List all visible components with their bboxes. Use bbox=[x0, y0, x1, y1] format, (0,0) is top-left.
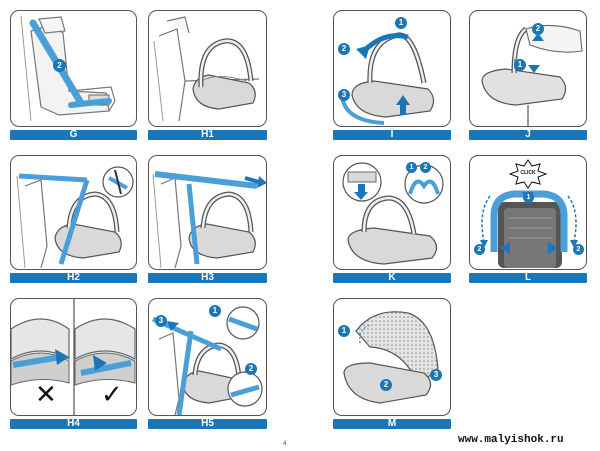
panel-g-illustration bbox=[20, 15, 116, 122]
panel-j: 2 1 J bbox=[469, 10, 587, 140]
panel-h4-illustration bbox=[11, 299, 136, 415]
panel-i: 1 2 3 I bbox=[333, 10, 451, 140]
marker-2: 2 bbox=[380, 379, 392, 391]
panel-i-illustration bbox=[340, 32, 435, 125]
panel-h4-frame: ✕ ✓ bbox=[10, 298, 137, 416]
panel-k-label: K bbox=[333, 273, 451, 283]
cross-mark-icon: ✕ bbox=[35, 379, 57, 409]
panel-l-frame: CLICK 1 2 2 bbox=[469, 155, 587, 270]
panel-m-frame: 1 3 2 bbox=[333, 298, 451, 416]
panel-i-frame: 1 2 3 bbox=[333, 10, 451, 127]
panel-j-label: J bbox=[469, 130, 587, 140]
page-number: 4 bbox=[283, 441, 287, 447]
marker-1: 1 bbox=[514, 59, 526, 71]
marker-2-left: 2 bbox=[474, 244, 485, 255]
panel-h2-illustration bbox=[16, 166, 134, 269]
panel-h2-frame bbox=[10, 155, 137, 270]
panel-l: CLICK 1 2 2 L bbox=[469, 155, 587, 283]
panel-h5: 3 1 2 H5 bbox=[148, 298, 267, 429]
panel-h4-label: H4 bbox=[10, 419, 137, 429]
panel-h2: H2 bbox=[10, 155, 137, 283]
marker-1: 1 bbox=[395, 17, 407, 29]
marker-1: 1 bbox=[209, 305, 221, 317]
panel-h3-frame bbox=[148, 155, 267, 270]
marker-2: 2 bbox=[420, 162, 431, 173]
watermark: www.malyishok.ru bbox=[458, 434, 564, 446]
marker-3: 3 bbox=[430, 369, 442, 381]
panel-h5-label: H5 bbox=[148, 419, 267, 429]
panel-g: 2 G bbox=[10, 10, 137, 140]
panel-g-frame: 2 bbox=[10, 10, 137, 127]
panel-h1-illustration bbox=[153, 16, 260, 122]
panel-k: 1 2 K bbox=[333, 155, 451, 283]
panel-h4: ✕ ✓ H4 bbox=[10, 298, 137, 429]
panel-j-illustration bbox=[481, 24, 583, 126]
panel-h1: H1 bbox=[148, 10, 267, 140]
panel-m-illustration bbox=[343, 311, 439, 404]
panel-k-frame: 1 2 bbox=[333, 155, 451, 270]
panel-h5-frame: 3 1 2 bbox=[148, 298, 267, 416]
panel-m: 1 3 2 M bbox=[333, 298, 451, 429]
panel-h3-illustration bbox=[152, 171, 266, 269]
check-mark-icon: ✓ bbox=[101, 379, 123, 409]
panel-g-label: G bbox=[10, 130, 137, 140]
marker-3: 3 bbox=[155, 315, 167, 327]
marker-3: 3 bbox=[338, 89, 350, 101]
marker-2-right: 2 bbox=[573, 244, 584, 255]
marker-2: 2 bbox=[53, 59, 66, 72]
marker-2: 2 bbox=[338, 43, 350, 55]
panel-m-label: M bbox=[333, 419, 451, 429]
panel-j-frame: 2 1 bbox=[469, 10, 587, 127]
panel-k-illustration bbox=[342, 162, 444, 265]
marker-2: 2 bbox=[532, 23, 544, 35]
panel-l-illustration bbox=[480, 159, 578, 268]
panel-i-label: I bbox=[333, 130, 451, 140]
panel-l-label: L bbox=[469, 273, 587, 283]
marker-1: 1 bbox=[406, 162, 417, 173]
click-callout: CLICK bbox=[520, 170, 536, 176]
panel-h5-illustration bbox=[151, 306, 263, 415]
panel-h3-label: H3 bbox=[148, 273, 267, 283]
marker-1: 1 bbox=[338, 325, 350, 337]
panel-h1-label: H1 bbox=[148, 130, 267, 140]
panel-h3: H3 bbox=[148, 155, 267, 283]
panel-h1-frame bbox=[148, 10, 267, 127]
marker-1: 1 bbox=[523, 192, 534, 203]
marker-2: 2 bbox=[245, 363, 257, 375]
panel-h2-label: H2 bbox=[10, 273, 137, 283]
